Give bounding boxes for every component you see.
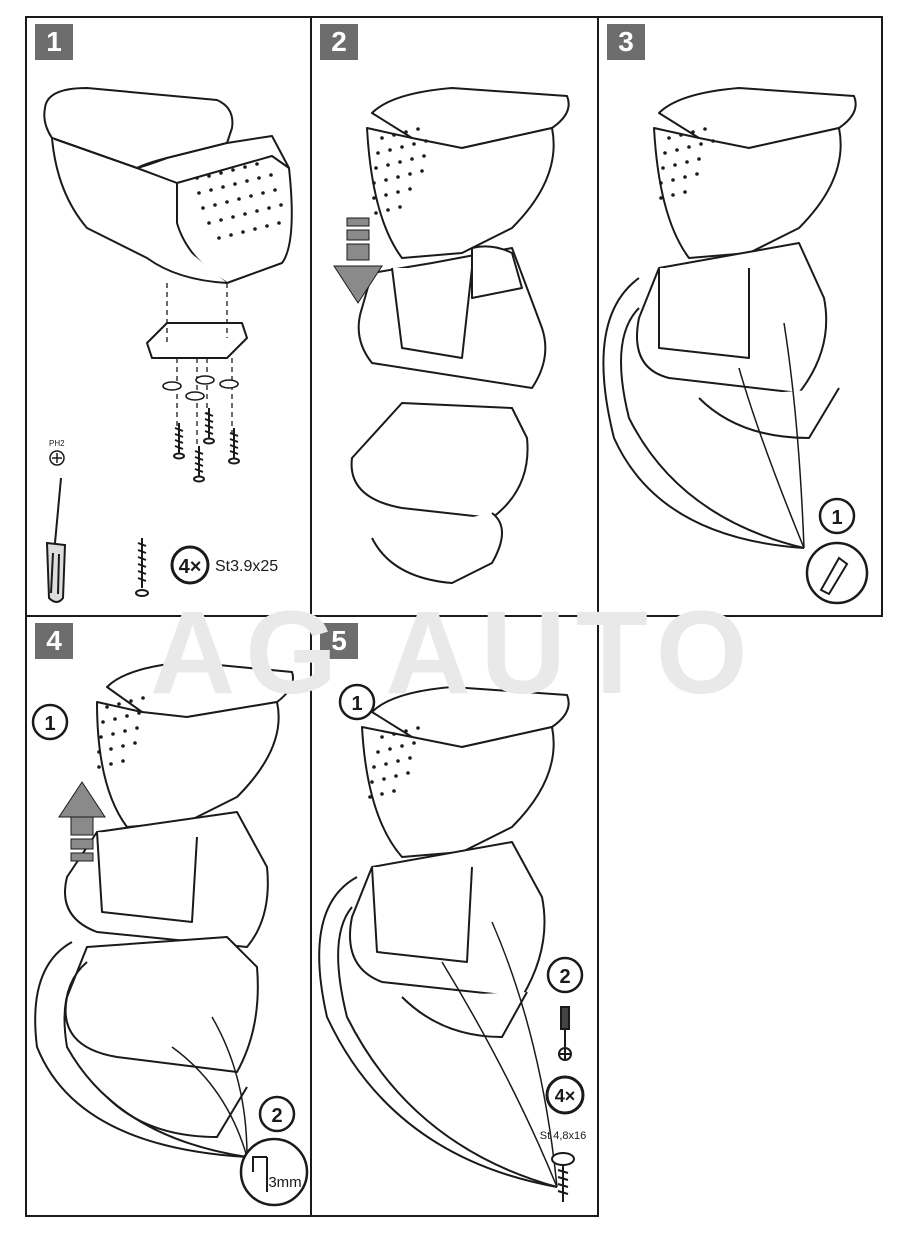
screwdriver-icon xyxy=(45,477,67,603)
step-number-badge: 1 xyxy=(35,24,73,60)
callout-number: 1 xyxy=(44,713,55,735)
armrest-insertion-illustration xyxy=(333,87,570,584)
screw-spec: St3.9x25 xyxy=(215,558,278,575)
quantity-circle xyxy=(545,1075,585,1115)
callout-number: 1 xyxy=(351,693,362,715)
callout-number: 1 xyxy=(831,507,842,529)
up-arrow-icon xyxy=(58,781,106,862)
drill-icon xyxy=(239,1137,309,1207)
down-arrow-icon xyxy=(333,217,383,304)
screwdriver-icon xyxy=(558,1006,572,1061)
callout-number: 2 xyxy=(559,966,570,988)
step-5-panel: 5 1 2 4× St 4,8x16 xyxy=(310,615,599,1217)
step-4-panel: 4 1 2 3mm xyxy=(25,615,312,1217)
screw-count: 4× xyxy=(179,556,202,578)
step-number-badge: 4 xyxy=(35,623,73,659)
screw-spec: St 4,8x16 xyxy=(540,1130,586,1142)
final-fixing-illustration: 1 2 4× St 4,8x16 xyxy=(318,683,586,1202)
screw-icon xyxy=(135,538,149,597)
step-3-panel: 3 1 xyxy=(597,16,883,617)
step-2-panel: 2 xyxy=(310,16,599,617)
callout-number: 2 xyxy=(271,1105,282,1127)
screw-count: 4× xyxy=(555,1086,576,1106)
armrest-assembly-illustration: PH2 4× St3.9x25 xyxy=(43,87,293,603)
drilling-illustration: 1 2 3mm xyxy=(31,661,309,1207)
quantity-circle xyxy=(170,545,210,585)
phillips-head-icon xyxy=(49,450,65,466)
drill-size: 3mm xyxy=(268,1174,301,1191)
screw-icon xyxy=(551,1152,575,1202)
step-1-panel: 1 xyxy=(25,16,312,617)
step-number-badge: 5 xyxy=(320,623,358,659)
step-number-badge: 2 xyxy=(320,24,358,60)
step-number-badge: 3 xyxy=(607,24,645,60)
pilot-marking-illustration: 1 xyxy=(602,87,869,605)
tool-label: PH2 xyxy=(49,439,65,448)
